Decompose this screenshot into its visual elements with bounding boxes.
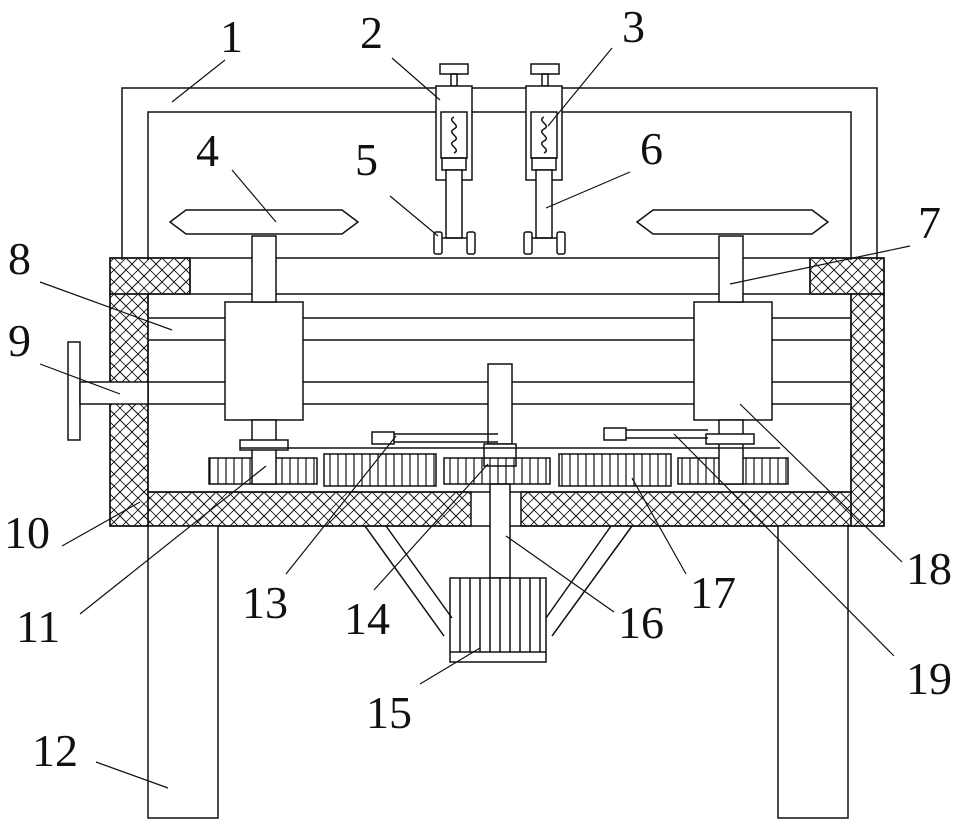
callout-label-10: 10	[4, 510, 50, 556]
callout-label-1: 1	[220, 14, 243, 60]
callout-label-7: 7	[918, 200, 941, 246]
callout-label-12: 12	[32, 728, 78, 774]
callout-label-17: 17	[690, 570, 736, 616]
callout-label-15: 15	[366, 690, 412, 736]
callout-label-8: 8	[8, 236, 31, 282]
callout-label-14: 14	[344, 596, 390, 642]
callout-label-13: 13	[242, 580, 288, 626]
cutter-posts	[170, 210, 828, 302]
motor	[450, 578, 546, 662]
callout-label-19: 19	[906, 656, 952, 702]
cylinder-right	[524, 64, 565, 254]
callout-label-18: 18	[906, 546, 952, 592]
callout-label-5: 5	[355, 137, 378, 183]
callout-label-4: 4	[196, 128, 219, 174]
callout-label-11: 11	[16, 604, 60, 650]
callout-label-2: 2	[360, 10, 383, 56]
callout-label-9: 9	[8, 318, 31, 364]
callout-label-6: 6	[640, 126, 663, 172]
callout-label-3: 3	[622, 4, 645, 50]
callout-label-16: 16	[618, 600, 664, 646]
cylinder-left	[434, 64, 475, 254]
